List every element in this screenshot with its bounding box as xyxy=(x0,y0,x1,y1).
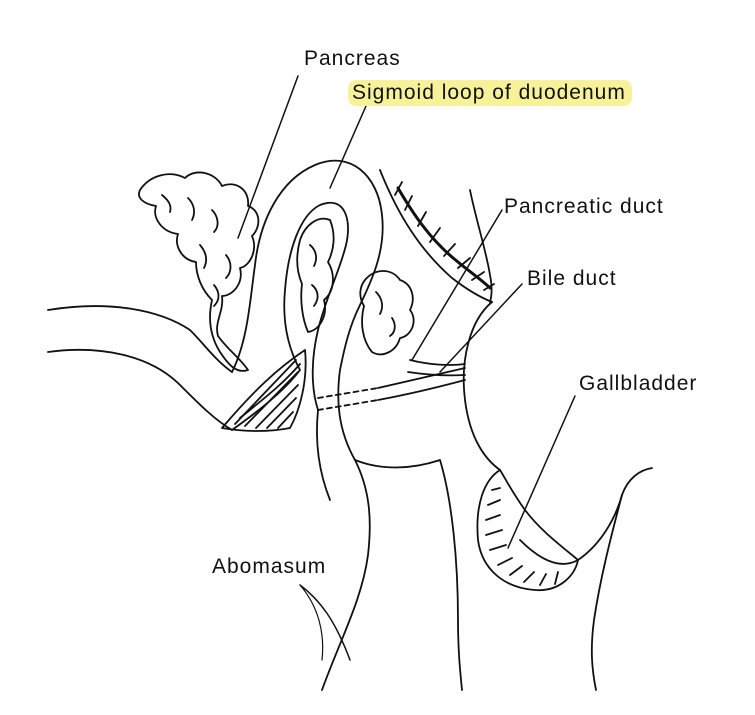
sigmoid-loop-label: Sigmoid loop of duodenum xyxy=(348,80,632,106)
pancreas-label: Pancreas xyxy=(304,47,401,70)
gallbladder-label: Gallbladder xyxy=(579,372,698,395)
bile-duct-label: Bile duct xyxy=(527,267,617,290)
abomasum-tube xyxy=(47,305,233,431)
leader-bile-duct xyxy=(439,283,523,373)
liver-wall xyxy=(379,169,495,303)
abomasum-lower xyxy=(316,409,463,691)
ducts xyxy=(377,359,466,401)
abomasum-label: Abomasum xyxy=(212,555,327,578)
sigmoid-loop xyxy=(231,159,384,691)
leader-abomasum xyxy=(299,584,351,661)
pancreas-gland xyxy=(138,171,260,372)
leader-gallbladder xyxy=(507,395,576,549)
pancreatic-duct-label: Pancreatic duct xyxy=(504,195,664,218)
duodenum-cut-section xyxy=(221,349,307,432)
leader-sigmoid xyxy=(329,105,367,189)
pancreas-lobes-inner xyxy=(296,217,415,356)
gallbladder-organ xyxy=(462,301,653,691)
leader-pancreas xyxy=(237,75,299,239)
leader-pancreatic-duct xyxy=(411,209,503,361)
leader-lines xyxy=(237,75,576,661)
